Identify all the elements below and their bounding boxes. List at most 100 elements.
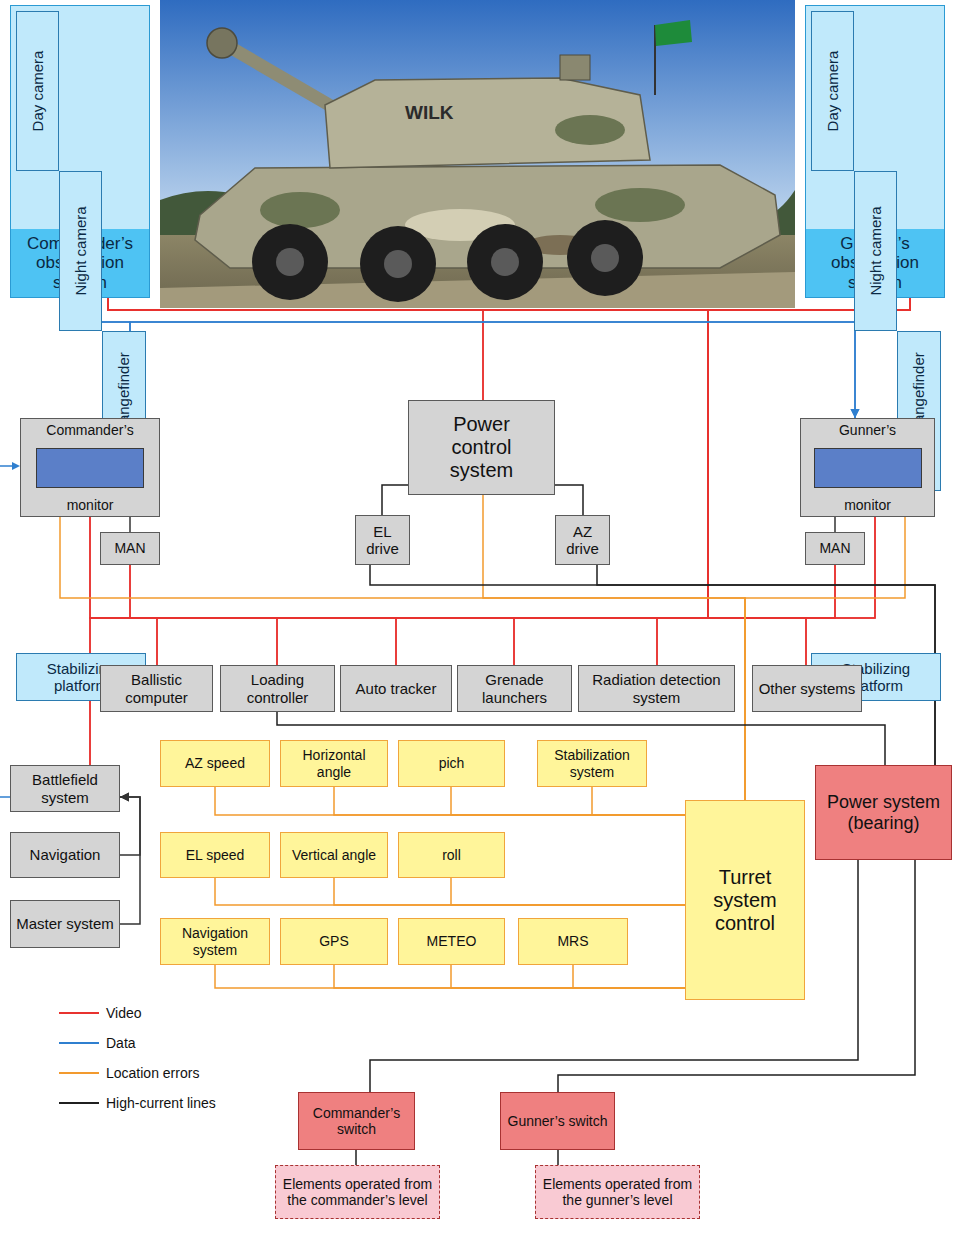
connector: [108, 298, 708, 665]
connector: [129, 517, 131, 532]
camo-patch: [260, 192, 340, 228]
wheel-hub: [384, 250, 412, 278]
node-text: Navigation system: [165, 925, 265, 957]
data-line: [0, 465, 13, 467]
muzzle-brake: [207, 28, 237, 58]
node-text: Commander’s switch: [303, 1105, 410, 1137]
sky: [160, 0, 795, 308]
process-box: Radiation detection system: [578, 665, 735, 712]
node-text: monitor: [844, 497, 891, 513]
connector: [108, 298, 708, 665]
sensor-box: Day camera: [16, 11, 59, 171]
wheel: [360, 226, 436, 302]
legend-item: Location errors: [58, 1063, 199, 1083]
connector: [215, 878, 685, 905]
legend-text: Data: [106, 1035, 136, 1051]
process-box: Auto tracker: [340, 665, 452, 712]
node-text: Commander’s: [46, 422, 133, 438]
connector: [483, 298, 910, 400]
legend-line: [58, 1003, 100, 1023]
monitor-screen: [814, 448, 922, 488]
camo-patch: [555, 115, 625, 145]
node-text: EL drive: [360, 523, 405, 558]
sensor-input-box: AZ speed: [160, 740, 270, 787]
connector: [355, 1150, 357, 1165]
process-box: AZ drive: [555, 515, 610, 565]
node-text: Gunner’s switch: [508, 1113, 608, 1129]
vehicle-photo: [160, 0, 795, 308]
connector: [451, 878, 685, 905]
process-box: Battlefield system: [10, 765, 120, 812]
sensor-input-box: EL speed: [160, 832, 270, 878]
node-text: Elements operated from the commander’s l…: [280, 1176, 435, 1208]
observation-system: Gunner’s observation systemDay cameraNig…: [805, 5, 945, 298]
legend-line: [58, 1093, 100, 1113]
node-text: Day camera: [824, 51, 841, 132]
connector: [215, 965, 685, 988]
connector: [108, 298, 806, 665]
node-text: GPS: [319, 933, 349, 949]
connector: [215, 787, 685, 815]
node-text: EL speed: [186, 847, 245, 863]
process-box: Loading controller: [220, 665, 335, 712]
sensor-input-box: Navigation system: [160, 918, 270, 965]
monitor-screen: [36, 448, 144, 488]
connector: [108, 298, 708, 665]
legend-item: Data: [58, 1033, 136, 1053]
node-text: Horizontal angle: [285, 747, 383, 779]
node-text: MAN: [114, 540, 145, 556]
arrow-head: [120, 793, 129, 802]
turret: [325, 78, 650, 168]
sight-head: [560, 55, 590, 80]
sensor-input-box: METEO: [398, 918, 505, 965]
wheel: [467, 224, 543, 300]
legend-item: Video: [58, 1003, 142, 1023]
node-text: Radiation detection system: [583, 671, 730, 706]
connector: [334, 965, 685, 988]
connector: [90, 298, 910, 618]
sensor-input-box: pich: [398, 740, 505, 787]
connector: [108, 298, 483, 400]
legend-line: [58, 1033, 100, 1053]
connector: [108, 298, 835, 618]
legend-text: High-current lines: [106, 1095, 216, 1111]
connector: [370, 565, 935, 765]
node-text: Auto tracker: [356, 680, 437, 697]
process-box: EL drive: [355, 515, 410, 565]
node-text: Elements operated from the gunner’s leve…: [540, 1176, 695, 1208]
connector: [108, 298, 708, 618]
node-text: AZ speed: [185, 755, 245, 771]
camo-patch: [595, 188, 685, 222]
observation-system: Commander’s observation systemDay camera…: [10, 5, 150, 298]
connector: [451, 965, 685, 988]
switch-box: Commander’s switch: [298, 1092, 415, 1150]
node-text: MAN: [819, 540, 850, 556]
node-text: roll: [442, 847, 461, 863]
sensor-input-box: GPS: [280, 918, 388, 965]
node-text: Night camera: [867, 206, 884, 295]
process-box: MAN: [805, 532, 865, 565]
process-box: Navigation: [10, 832, 120, 878]
node-text: monitor: [67, 497, 114, 513]
arrow-head: [12, 462, 20, 470]
node-text: Ballistic computer: [105, 671, 208, 706]
power-box: Power system (bearing): [815, 765, 952, 860]
operated-elements-box: Elements operated from the gunner’s leve…: [535, 1165, 700, 1219]
process-box: Ballistic computer: [100, 665, 213, 712]
legend-line-sample: [59, 1012, 99, 1014]
legend-line-sample: [59, 1102, 99, 1104]
data-line: [0, 796, 10, 798]
arrow-head: [120, 793, 129, 802]
arrow-head: [851, 409, 860, 418]
connector: [90, 298, 708, 618]
monitor-box: Commander’s monitor: [20, 418, 160, 517]
switch-box: Gunner’s switch: [500, 1092, 615, 1150]
connector: [108, 298, 875, 618]
legend-line-sample: [59, 1042, 99, 1044]
node-text: Battlefield system: [15, 771, 115, 806]
wheel-hub: [591, 244, 619, 272]
connector: [108, 298, 708, 665]
sensor-input-box: Horizontal angle: [280, 740, 388, 787]
operated-elements-box: Elements operated from the commander’s l…: [275, 1165, 440, 1219]
